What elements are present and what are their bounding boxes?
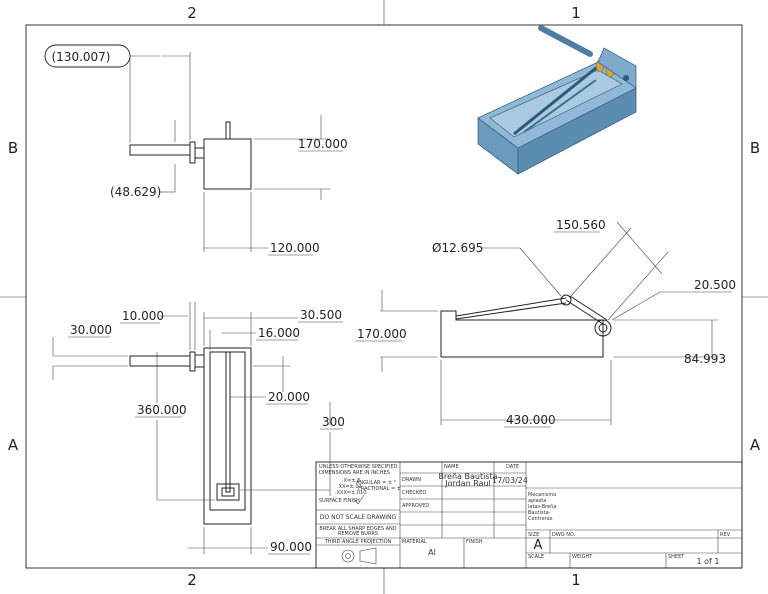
side-view-pin-hole — [560, 294, 572, 306]
tb-title-3: latas-Breña — [528, 504, 556, 510]
front-view-plunger — [216, 483, 240, 501]
front-view-handle — [129, 355, 191, 367]
top-view-hub — [194, 147, 205, 159]
zone-label-right-upper: B — [750, 139, 760, 157]
tb-checked: CHECKED — [402, 490, 426, 496]
side-view-link-bottom — [455, 302, 567, 320]
tb-sheet-value: 1 of 1 — [697, 557, 720, 566]
side-view-lever-edge — [569, 295, 608, 321]
side-view-base — [440, 310, 604, 358]
side-view-lever — [565, 299, 604, 325]
tb-date-header: DATE — [506, 464, 519, 470]
tb-tol-1: .X=±.8 — [342, 478, 360, 484]
tb-break-edges-1: BREAK ALL SHARP EDGES AND — [319, 526, 396, 532]
tb-unless-line2: DIMENSIONS ARE IN INCHES — [319, 470, 390, 476]
front-90-label: 90.000 — [270, 540, 312, 554]
side-right-height-label: 84.993 — [684, 352, 726, 366]
side-view-pivot-outer — [594, 319, 612, 337]
front-360-label: 360.000 — [137, 403, 187, 417]
top-view-collar — [189, 141, 196, 164]
zone-label-left-upper: B — [8, 139, 18, 157]
top-view-pin — [225, 121, 231, 140]
tb-rev-label: REV — [720, 532, 731, 538]
tb-name-header: NAME — [444, 464, 459, 470]
front-view-hub — [194, 354, 205, 368]
zone-label-bottom-right: 1 — [571, 571, 581, 589]
tb-title-1: Mecanismo — [528, 492, 556, 498]
tb-drawn-date: 17/03/24 — [492, 476, 528, 485]
side-hole-dia-label: Ø12.695 — [432, 241, 483, 255]
side-height-label: 170.000 — [357, 327, 407, 341]
top-width-label: 120.000 — [270, 241, 320, 255]
top-height-label: 170.000 — [298, 137, 348, 151]
side-link-len-label: 150.560 — [556, 218, 606, 232]
iso-end-hole — [623, 75, 629, 81]
tb-angular: ANGULAR = ± ° — [356, 480, 397, 486]
surface-finish-check-icon — [354, 494, 365, 505]
side-view-link-top — [455, 297, 567, 317]
zone-label-bottom-left: 2 — [187, 571, 197, 589]
top-ref-width-label: (130.007) — [52, 50, 111, 64]
tb-scale-label: SCALE — [528, 554, 544, 560]
tb-weight-label: WEIGHT — [572, 554, 593, 560]
front-300-label: 300 — [322, 415, 345, 429]
front-view-rod — [225, 351, 231, 493]
isometric-view — [477, 25, 637, 175]
front-view-collar — [189, 351, 196, 372]
front-10-label: 10.000 — [122, 309, 164, 323]
zone-label-top-right: 1 — [571, 4, 581, 22]
front-view-housing — [203, 347, 252, 525]
front-30-5-label: 30.500 — [300, 308, 342, 322]
top-ref-offset-label: (48.629) — [110, 185, 161, 199]
zone-label-right-lower: A — [750, 436, 761, 454]
tb-drawn-name-2: Jordan Raul — [444, 479, 491, 488]
tb-title-4: Bautista- — [528, 510, 551, 516]
tb-fractional: FRACTIONAL = ± — [358, 486, 401, 492]
top-view-handle — [129, 144, 191, 156]
tb-dwg-no-label: DWG NO. — [552, 532, 576, 538]
tb-material-label: MATERIAL — [402, 539, 427, 545]
iso-handle — [538, 25, 593, 57]
tb-size-value: A — [534, 538, 543, 553]
tb-break-edges-2: REMOVE BURRS — [338, 531, 378, 537]
tb-third-angle: THIRD ANGLE PROJECTION — [324, 539, 392, 545]
front-20-label: 20.000 — [268, 390, 310, 404]
third-angle-projection-icon — [341, 547, 377, 565]
tb-drawn-name-1: Breña Bautista — [438, 472, 497, 481]
front-30-label: 30.000 — [70, 323, 112, 337]
tb-do-not-scale: DO NOT SCALE DRAWING — [320, 514, 397, 521]
side-view: 170.000 430.000 Ø12.695 150.560 20.500 8… — [355, 218, 736, 428]
tb-sheet-label: SHEET — [668, 554, 685, 560]
tb-drawn: DRAWN — [402, 477, 421, 483]
front-view: 10.000 30.500 16.000 30.000 20.000 360.0… — [52, 302, 345, 555]
iso-channel — [489, 69, 623, 138]
tb-unless-line1: UNLESS OTHERWISE SPECIFIED: — [319, 464, 399, 470]
top-view-body — [203, 138, 252, 190]
front-view-cavity — [209, 351, 246, 511]
zone-label-left-lower: A — [8, 436, 19, 454]
tb-tol-2: .XX=±.03 — [337, 484, 362, 490]
tb-finish-label: FINISH — [466, 539, 483, 545]
tb-approved: APPROVED — [402, 503, 429, 509]
tb-size-label: SIZE — [528, 532, 539, 538]
tb-material-value: Al — [428, 548, 436, 557]
tb-title-5: Contreras — [528, 516, 553, 522]
iso-link — [523, 79, 597, 133]
tb-tol-3: .XXX=±.010 — [335, 490, 366, 496]
iso-lever-arm — [513, 58, 607, 136]
zone-label-top-left: 2 — [187, 4, 197, 22]
side-view-pivot-inner — [598, 323, 608, 333]
front-16-label: 16.000 — [258, 326, 300, 340]
title-block: UNLESS OTHERWISE SPECIFIED: DIMENSIONS A… — [315, 461, 743, 569]
side-length-label: 430.000 — [506, 413, 556, 427]
tb-title-2: aplasta — [528, 498, 546, 504]
top-view: (130.007) (48.629) 170.000 120.000 — [44, 44, 348, 256]
side-right-offset-label: 20.500 — [694, 278, 736, 292]
front-view-plunger-inner — [221, 487, 235, 497]
tb-surface-finish: SURFACE FINISH — [319, 498, 360, 504]
